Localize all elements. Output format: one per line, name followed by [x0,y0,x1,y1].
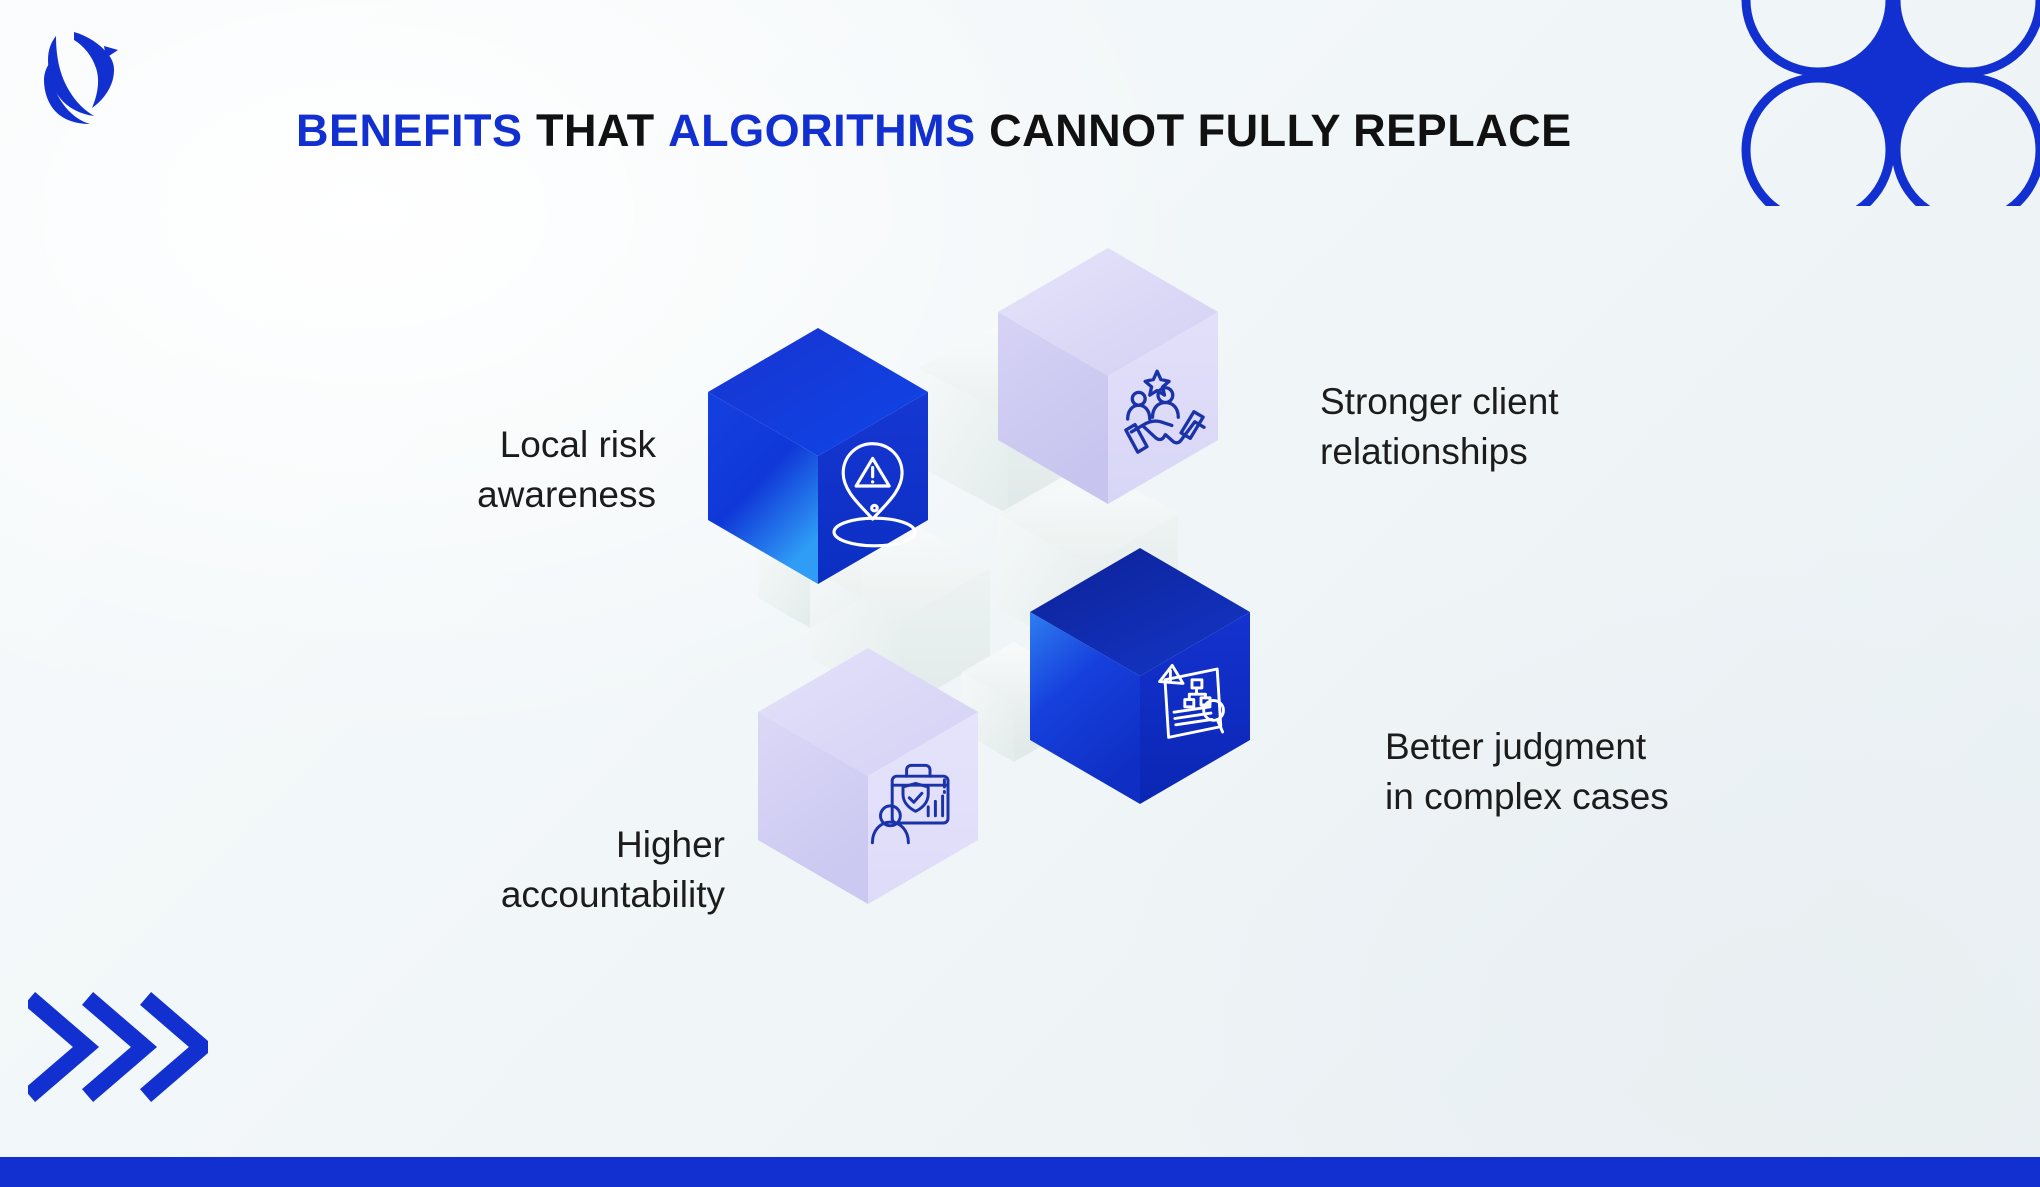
star-shape [1812,0,1974,157]
title-word-that: THAT [536,105,655,156]
title-word-algorithms: ALGORITHMS [668,105,976,156]
cube-stronger-client-relationships[interactable] [998,248,1218,504]
cube-higher-accountability[interactable] [758,648,978,904]
isometric-cube-cluster [700,240,1400,970]
cube-better-judgment-complex-cases[interactable] [1030,548,1250,804]
document-flowchart-magnifier-alert-icon [1158,663,1225,739]
bottom-accent-bar [0,1157,2040,1187]
chevron-arrows [24,990,216,1105]
circle-grid-pattern [1728,0,2040,227]
location-pin-alert-icon [832,442,917,548]
benefit-label-stronger-client-relationships: Stronger client relationships [1320,381,1559,472]
circle-outline [1891,73,2040,227]
chevron-icon [24,992,100,1102]
benefit-label-local-risk-awareness: Local risk awareness [477,424,656,515]
circle-outline [1891,0,2040,77]
chevron-icon [140,992,216,1102]
page-title: BENEFITS THAT ALGORITHMS CANNOT FULLY REPLA… [296,108,1572,153]
circle-outline [1741,73,1895,227]
benefit-label-higher-accountability: Higher accountability [500,824,725,915]
handshake-people-star-icon [1124,369,1206,454]
chevron-icon [82,992,158,1102]
circle-outline [1741,0,1895,77]
title-word-benefits: BENEFITS [296,105,523,156]
benefit-label-better-judgment: Better judgment in complex cases [1385,726,1669,817]
briefcase-shield-chart-person-icon [870,763,950,845]
eagle-falcon-logo [26,14,130,126]
title-word-cannot-fully-replace: CANNOT FULLY REPLACE [989,105,1572,156]
cube-local-risk-awareness[interactable] [708,328,928,584]
